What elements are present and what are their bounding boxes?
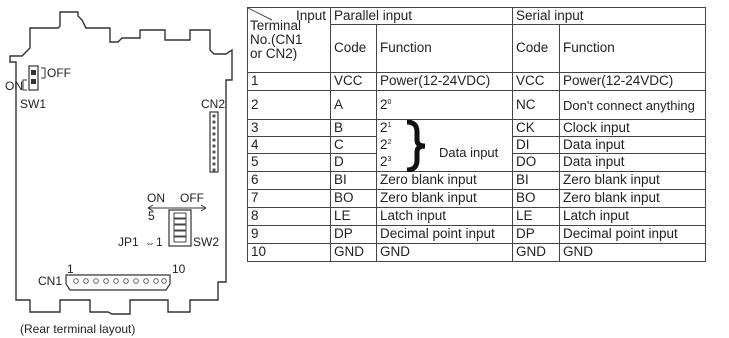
data-input-group: 21 22 23 Data input xyxy=(376,119,513,172)
table-row: 9 DP Decimal point input DP Decimal poin… xyxy=(247,225,706,244)
jp1-arrow-icon: ⇔ xyxy=(145,238,155,249)
table-row: 3 B 21 22 23 Data input CK Clock input xyxy=(247,119,706,172)
rear-terminal-diagram: OFF ON SW1 CN2 ON OFF 5 JP1 ⇔ 1 SW2 1 10… xyxy=(5,11,233,336)
sw2-label: SW2 xyxy=(193,235,219,249)
header-corner-cell: Input Terminal No.(CN1 or CN2) xyxy=(247,7,331,73)
serial-function-header: Function xyxy=(559,24,706,73)
table-row: 1 VCC Power(12-24VDC) VCC Power(12-24VDC… xyxy=(247,72,706,91)
parallel-input-header: Parallel input xyxy=(330,7,513,25)
jp1-pin-label: 1 xyxy=(156,235,163,249)
cn1-pin1-label: 1 xyxy=(67,262,74,276)
cn1-pin10-label: 10 xyxy=(172,262,186,276)
bit-cell: 20 xyxy=(376,90,513,120)
table-row: 4 C DI Data input xyxy=(247,136,706,154)
sw1-on-label: ON xyxy=(5,79,23,93)
cn1-connector xyxy=(65,274,171,291)
cn1-label: CN1 xyxy=(38,274,62,288)
serial-input-header: Serial input xyxy=(512,7,706,25)
serial-code-header: Code xyxy=(512,24,560,73)
parallel-function-header: Function xyxy=(376,24,513,73)
cn2-label: CN2 xyxy=(201,97,225,111)
sw2-on-label: ON xyxy=(147,191,165,205)
table-row: 2 A 20 NC Don't connect anything xyxy=(247,90,706,120)
table-row: 10 GND GND GND GND xyxy=(247,243,706,262)
corner-slash xyxy=(248,8,273,21)
input-header: Input xyxy=(295,8,326,23)
sw1-label: SW1 xyxy=(20,97,46,111)
diagram-caption: (Rear terminal layout) xyxy=(20,322,135,336)
terminal-no-header: Terminal No.(CN1 or CN2) xyxy=(250,18,303,62)
sw1-off-label: OFF xyxy=(47,66,71,80)
jp1-label: JP1 xyxy=(118,235,139,249)
board-outline xyxy=(9,11,233,315)
table-row: 5 D DO Data input xyxy=(247,153,706,172)
sw2-switch xyxy=(168,209,192,247)
sw1-switch xyxy=(28,65,39,91)
parallel-code-header: Code xyxy=(330,24,377,73)
cn2-connector xyxy=(209,111,219,173)
terminal-table: Input Terminal No.(CN1 or CN2) Parallel … xyxy=(247,7,706,262)
table-row: 8 LE Latch input LE Latch input xyxy=(247,207,706,226)
sw2-direction-arrow xyxy=(147,204,207,212)
data-input-label: Data input xyxy=(439,145,499,160)
brace-icon xyxy=(406,120,426,172)
sw2-off-label: OFF xyxy=(180,191,204,205)
sw2-pin5-label: 5 xyxy=(148,209,155,223)
table-row: 7 BO Zero blank input BO Zero blank inpu… xyxy=(247,189,706,208)
table-row: 6 BI Zero blank input BI Zero blank inpu… xyxy=(247,171,706,190)
